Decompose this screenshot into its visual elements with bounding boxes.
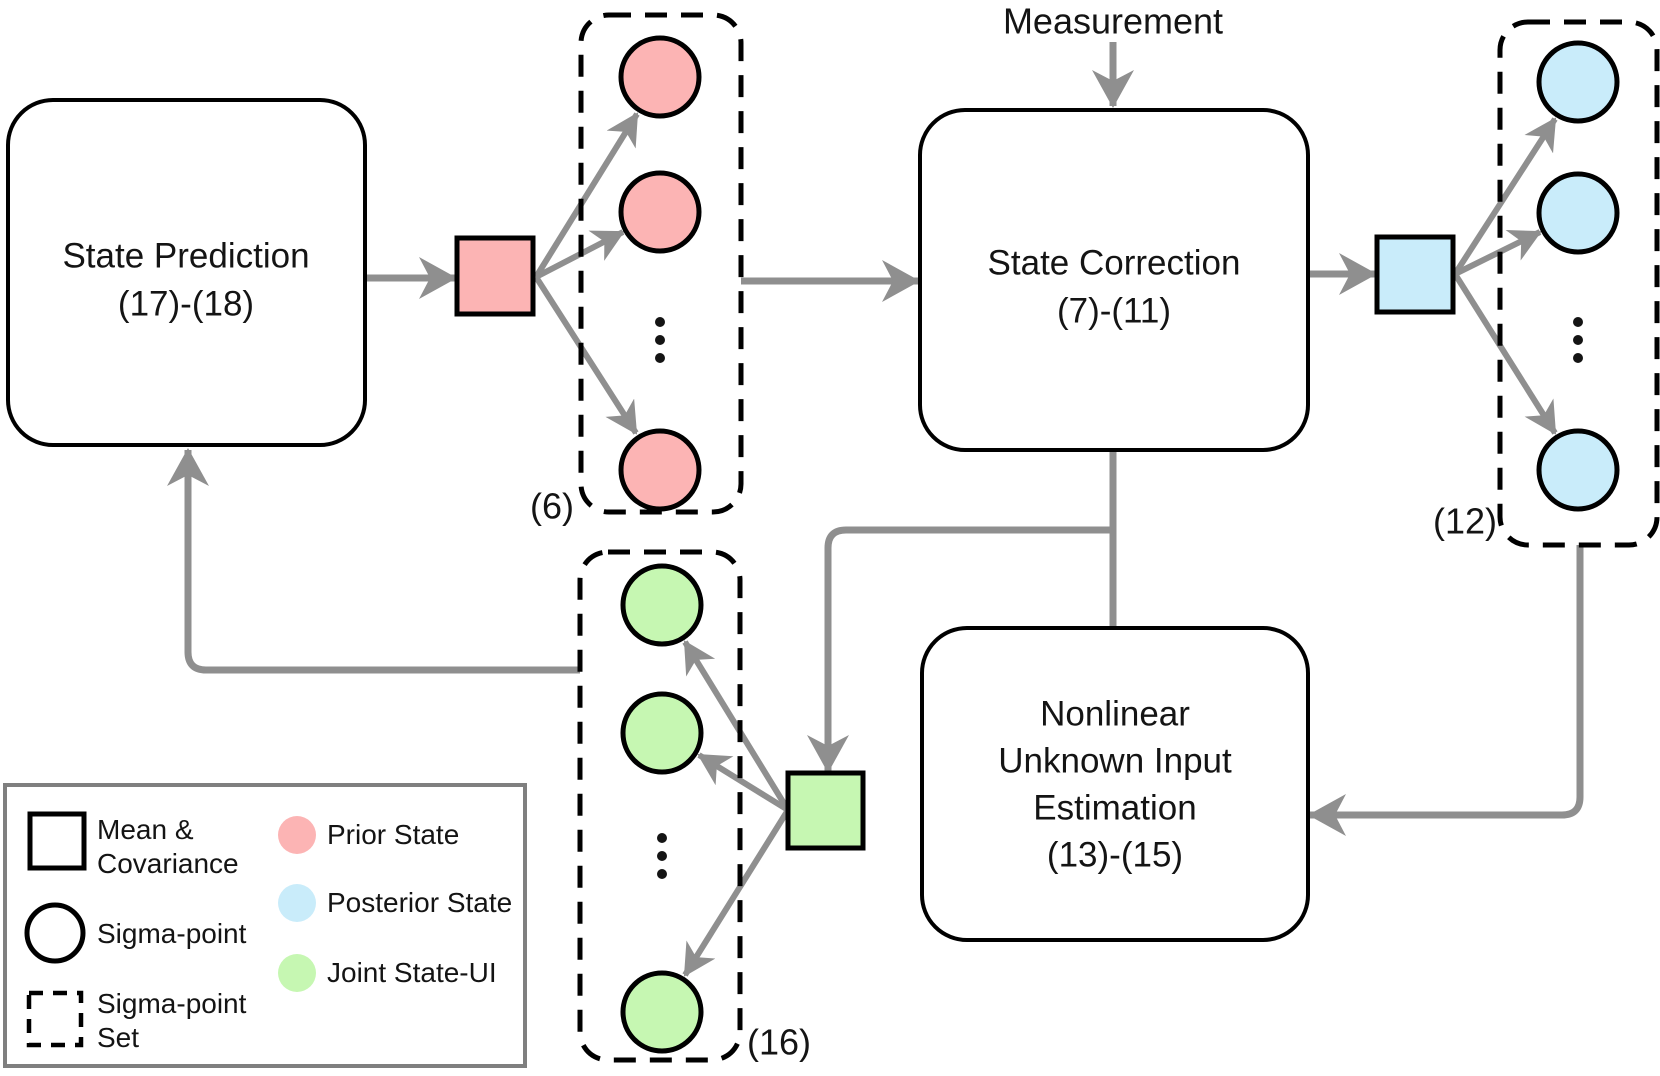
posterior-ellipsis-dots xyxy=(1573,317,1583,363)
fan-joint-3 xyxy=(682,808,791,977)
joint-sigma-point-n xyxy=(620,970,704,1054)
fan-joint-2 xyxy=(697,752,790,813)
arrow-correction-branch-to-joint-mean xyxy=(807,526,1113,773)
legend-sigma-point-set-icon xyxy=(26,990,84,1048)
measurement-label: Measurement xyxy=(1003,1,1223,42)
posterior-sigma-point-1 xyxy=(1536,40,1620,124)
joint-set-number: (16) xyxy=(747,1022,811,1063)
joint-ellipsis-dots xyxy=(657,833,667,879)
state-prediction-title: State Prediction xyxy=(62,237,309,276)
posterior-mean-covariance-square xyxy=(1374,234,1456,315)
legend-sigma-point-icon xyxy=(24,902,86,964)
prior-set-number: (6) xyxy=(530,486,574,527)
unknown-input-title-line3: Estimation xyxy=(1033,789,1196,828)
legend-prior-state-label: Prior State xyxy=(327,819,460,850)
unknown-input-title-line2: Unknown Input xyxy=(998,742,1232,781)
posterior-sigma-point-set-box xyxy=(1497,19,1660,548)
legend-sigma-point-label: Sigma-point xyxy=(97,918,247,949)
joint-sigma-point-set-box xyxy=(577,549,743,1063)
prior-sigma-point-1 xyxy=(618,35,702,119)
state-correction-title: State Correction xyxy=(988,244,1241,283)
prior-mean-covariance-square xyxy=(454,235,536,317)
posterior-sigma-point-2 xyxy=(1536,171,1620,255)
legend-sigma-point-set-label: Sigma-point Set xyxy=(97,988,247,1053)
joint-sigma-point-1 xyxy=(620,563,704,647)
legend-posterior-state-label: Posterior State xyxy=(327,887,513,918)
state-correction-equations: (7)-(11) xyxy=(1057,292,1171,331)
fan-posterior-3 xyxy=(1452,272,1558,435)
fan-posterior-1 xyxy=(1452,117,1558,276)
posterior-sigma-point-n xyxy=(1536,428,1620,512)
arrow-posterior-set-to-unknown-input xyxy=(1308,545,1584,836)
legend-mean-covariance-label: Mean & Covariance xyxy=(97,814,239,879)
prior-sigma-point-set-box xyxy=(578,12,744,515)
prior-ellipsis-dots xyxy=(655,317,665,363)
joint-mean-covariance-square xyxy=(785,770,866,851)
joint-sigma-point-2 xyxy=(620,691,704,775)
legend-posterior-state-dot xyxy=(278,884,316,922)
fan-prior-1 xyxy=(533,112,640,279)
arrow-joint-set-feedback-to-prediction xyxy=(167,448,580,674)
unknown-input-equations: (13)-(15) xyxy=(1047,836,1183,875)
prior-sigma-point-n xyxy=(618,428,702,512)
fan-prior-3 xyxy=(533,275,639,435)
legend-joint-state-ui-label: Joint State-UI xyxy=(327,957,497,988)
state-prediction-equations: (17)-(18) xyxy=(118,285,254,324)
legend-joint-state-ui-dot xyxy=(278,954,316,992)
unknown-input-estimation-box xyxy=(920,626,1310,942)
legend-prior-state-dot xyxy=(278,816,316,854)
fan-joint-1 xyxy=(682,640,791,812)
legend-mean-covariance-icon xyxy=(27,811,87,871)
posterior-set-number: (12) xyxy=(1433,501,1497,542)
prior-sigma-point-2 xyxy=(618,170,702,254)
state-correction-box xyxy=(918,108,1310,452)
unknown-input-title-line1: Nonlinear xyxy=(1040,695,1190,734)
legend: Mean & Covariance Sigma-point Sigma-poin… xyxy=(3,783,527,1068)
state-prediction-box xyxy=(6,98,367,447)
